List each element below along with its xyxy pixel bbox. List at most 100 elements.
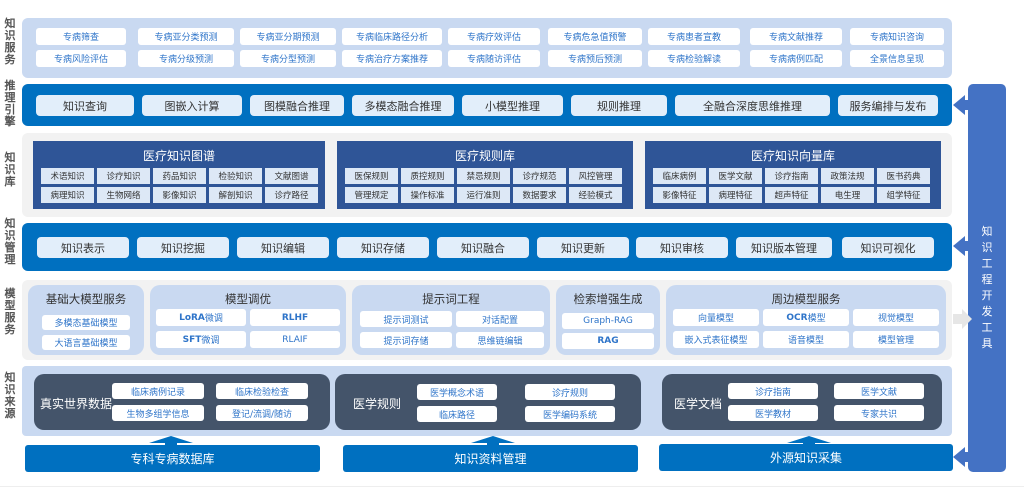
management-item[interactable]: 知识存储 (337, 237, 429, 258)
kb-cell[interactable]: 管理规定 (345, 187, 398, 203)
rag-item-rag[interactable]: RAG (562, 333, 654, 349)
peripheral-item[interactable]: 视觉模型 (853, 309, 939, 326)
source-item[interactable]: 医学文献 (834, 383, 924, 399)
kb-cell[interactable]: 影像知识 (153, 187, 206, 203)
inference-item[interactable]: 图模融合推理 (250, 95, 344, 116)
kb-cell[interactable]: 术语知识 (41, 168, 94, 184)
kb-cell[interactable]: 诊疗规范 (513, 168, 566, 184)
kb-cell[interactable]: 解剖知识 (209, 187, 262, 203)
kb-cell[interactable]: 诊疗指南 (765, 168, 818, 184)
kb-cell[interactable]: 药品知识 (153, 168, 206, 184)
management-item[interactable]: 知识融合 (437, 237, 529, 258)
prompt-item[interactable]: 对话配置 (456, 311, 544, 327)
service-item[interactable]: 全景信息呈现 (850, 50, 944, 67)
kb-cell[interactable]: 组学特征 (877, 187, 930, 203)
kb-cell[interactable]: 禁忌规则 (457, 168, 510, 184)
kb-cell[interactable]: 检验知识 (209, 168, 262, 184)
side-label-inference-engine: 推理引擎 (4, 79, 16, 128)
prompt-item[interactable]: 思维链编辑 (456, 332, 544, 348)
service-item[interactable]: 专病筛查 (36, 28, 126, 45)
kb-cell[interactable]: 生物网络 (97, 187, 150, 203)
foundation-item[interactable]: 大语言基础模型 (42, 335, 130, 350)
service-item[interactable]: 专病分型预测 (240, 50, 336, 67)
service-item[interactable]: 专病危急值预警 (548, 28, 642, 45)
inference-item[interactable]: 全融合深度思维推理 (675, 95, 830, 116)
service-item[interactable]: 专病检验解读 (648, 50, 740, 67)
kb-cell[interactable]: 数据要求 (513, 187, 566, 203)
specialty-disease-database-button[interactable]: 专科专病数据库 (25, 445, 320, 472)
inference-item[interactable]: 多模态融合推理 (352, 95, 454, 116)
kb-cell[interactable]: 临床病例 (653, 168, 706, 184)
source-item[interactable]: 诊疗规则 (525, 384, 615, 400)
inference-item[interactable]: 小模型推理 (462, 95, 563, 116)
source-item[interactable]: 生物多组学信息 (112, 405, 204, 421)
service-item[interactable]: 专病治疗方案推荐 (342, 50, 442, 67)
service-item[interactable]: 专病风险评估 (36, 50, 126, 67)
kb-cell[interactable]: 诊疗知识 (97, 168, 150, 184)
management-item[interactable]: 知识更新 (537, 237, 629, 258)
knowledge-engineering-dev-tool[interactable]: 知识工程开发工具 (968, 84, 1006, 472)
kb-cell[interactable]: 操作标准 (401, 187, 454, 203)
service-item[interactable]: 专病知识咨询 (850, 28, 944, 45)
prompt-item[interactable]: 提示词测试 (360, 311, 452, 327)
peripheral-item[interactable]: 嵌入式表征模型 (673, 331, 759, 348)
service-item[interactable]: 专病病例匹配 (750, 50, 842, 67)
kb-cell[interactable]: 诊疗路径 (265, 187, 318, 203)
kb-cell[interactable]: 超声特征 (765, 187, 818, 203)
source-item[interactable]: 医学概念术语 (417, 384, 497, 400)
service-item[interactable]: 专病亚分期预测 (240, 28, 336, 45)
management-item[interactable]: 知识表示 (37, 237, 129, 258)
inference-item[interactable]: 知识查询 (36, 95, 134, 116)
management-item[interactable]: 知识挖掘 (137, 237, 229, 258)
source-item[interactable]: 临床路径 (417, 406, 497, 422)
inference-item[interactable]: 图嵌入计算 (142, 95, 242, 116)
peripheral-item[interactable]: 模型管理 (853, 331, 939, 348)
peripheral-item[interactable]: 语音模型 (763, 331, 849, 348)
service-item[interactable]: 专病患者宣教 (648, 28, 740, 45)
kb-cell[interactable]: 医保规则 (345, 168, 398, 184)
service-item[interactable]: 专病预后预测 (548, 50, 642, 67)
kb-cell[interactable]: 电生理 (821, 187, 874, 203)
tuning-item-rlaif[interactable]: RLAIF (250, 331, 340, 348)
kb-cell[interactable]: 经验模式 (569, 187, 622, 203)
kb-cell[interactable]: 文献图谱 (265, 168, 318, 184)
external-knowledge-collection-button[interactable]: 外源知识采集 (659, 444, 953, 471)
source-item[interactable]: 医学教材 (728, 405, 818, 421)
service-item[interactable]: 专病文献推荐 (750, 28, 842, 45)
peripheral-item[interactable]: 向量模型 (673, 309, 759, 326)
source-item[interactable]: 医学编码系统 (525, 406, 615, 422)
kb-cell[interactable]: 医书药典 (877, 168, 930, 184)
kb-cell[interactable]: 病理特征 (709, 187, 762, 203)
service-item[interactable]: 专病分级预测 (138, 50, 234, 67)
knowledge-material-management-button[interactable]: 知识资料管理 (343, 445, 638, 472)
kb-cell[interactable]: 政策法规 (821, 168, 874, 184)
inference-item[interactable]: 服务编排与发布 (838, 95, 938, 116)
management-item[interactable]: 知识版本管理 (736, 237, 832, 258)
source-item[interactable]: 诊疗指南 (728, 383, 818, 399)
source-item[interactable]: 临床病例记录 (112, 383, 204, 399)
service-item[interactable]: 专病疗效评估 (448, 28, 540, 45)
service-item[interactable]: 专病亚分类预测 (138, 28, 234, 45)
tuning-item-rlhf[interactable]: RLHF (250, 309, 340, 326)
kb-cell[interactable]: 病理知识 (41, 187, 94, 203)
inference-item[interactable]: 规则推理 (571, 95, 667, 116)
foundation-item[interactable]: 多模态基础模型 (42, 315, 130, 330)
rag-item-graph[interactable]: Graph-RAG (562, 313, 654, 329)
service-item[interactable]: 专病临床路径分析 (342, 28, 442, 45)
source-item[interactable]: 登记/流调/随访 (216, 405, 308, 421)
kb-cell[interactable]: 风控管理 (569, 168, 622, 184)
kb-cell[interactable]: 质控规则 (401, 168, 454, 184)
management-item[interactable]: 知识编辑 (237, 237, 329, 258)
kb-cell[interactable]: 影像特征 (653, 187, 706, 203)
management-item[interactable]: 知识可视化 (842, 237, 934, 258)
service-item[interactable]: 专病随访评估 (448, 50, 540, 67)
management-item[interactable]: 知识审核 (636, 237, 728, 258)
kb-cell[interactable]: 医学文献 (709, 168, 762, 184)
source-item[interactable]: 专家共识 (834, 405, 924, 421)
source-item[interactable]: 临床检验检查 (216, 383, 308, 399)
prompt-item[interactable]: 提示词存储 (360, 332, 452, 348)
kb-cell[interactable]: 运行准则 (457, 187, 510, 203)
